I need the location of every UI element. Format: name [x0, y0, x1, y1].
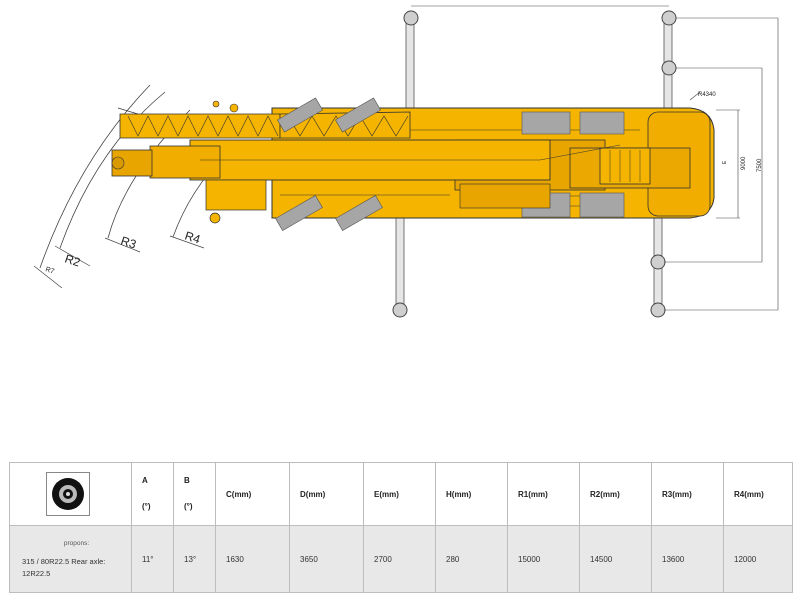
tyre-spec-text: 315 / 80R22.5 Rear axle: 12R22.5 — [22, 557, 106, 578]
value-c: 1630 — [215, 525, 290, 593]
spec-table: A(°) B(°) C(mm) D(mm) E(mm) H(mm) R1(mm)… — [9, 462, 793, 593]
value-e: 2700 — [363, 525, 436, 593]
tire-icon-frame — [46, 472, 90, 516]
header-r1: R1(mm) — [507, 462, 580, 526]
telescopic-boom — [111, 139, 621, 224]
table-header-row: A(°) B(°) C(mm) D(mm) E(mm) H(mm) R1(mm)… — [9, 462, 793, 526]
label-9000: 9000 — [741, 156, 747, 170]
value-r2: 14500 — [579, 525, 652, 593]
radius-leader-lines — [33, 235, 205, 289]
label-r4340: R4340 — [698, 92, 716, 98]
header-c: C(mm) — [215, 462, 290, 526]
label-r7: R7 — [44, 266, 55, 275]
tire-icon — [52, 478, 84, 510]
header-d: D(mm) — [289, 462, 364, 526]
tyre-spec-top: propons: — [63, 540, 90, 547]
label-7500: 7500 — [757, 158, 763, 172]
tire-icon-cell — [9, 462, 132, 526]
value-r1: 15000 — [507, 525, 580, 593]
jib-frame — [119, 113, 281, 139]
value-r3: 13600 — [651, 525, 724, 593]
deck-pad-rear-right — [579, 192, 625, 218]
tyre-spec-cell: propons: 315 / 80R22.5 Rear axle: 12R22.… — [9, 525, 132, 593]
label-r4: R4 — [183, 229, 202, 247]
value-r4: 12000 — [723, 525, 793, 593]
value-a: 11° — [131, 525, 174, 593]
outrigger-floats — [275, 97, 383, 231]
header-h: H(mm) — [435, 462, 508, 526]
boom-section-mid — [149, 145, 221, 179]
header-e: E(mm) — [363, 462, 436, 526]
value-d: 3650 — [289, 525, 364, 593]
table-row: propons: 315 / 80R22.5 Rear axle: 12R22.… — [9, 525, 793, 593]
label-e: E — [722, 160, 728, 164]
dimension-lines — [411, 5, 779, 311]
deck-pad-front-left — [521, 111, 571, 135]
header-r4: R4(mm) — [723, 462, 793, 526]
header-r2: R2(mm) — [579, 462, 652, 526]
label-r3: R3 — [119, 234, 138, 252]
crane-top-view-diagram: R7 R2 R3 R4 R4340 9000 7500 E — [33, 5, 779, 318]
header-a: A(°) — [131, 462, 174, 526]
value-b: 13° — [173, 525, 216, 593]
value-h: 280 — [435, 525, 508, 593]
deck-pad-front-right — [579, 111, 625, 135]
header-b: B(°) — [173, 462, 216, 526]
label-r2: R2 — [63, 252, 82, 270]
operator-cab — [599, 147, 651, 185]
header-r3: R3(mm) — [651, 462, 724, 526]
